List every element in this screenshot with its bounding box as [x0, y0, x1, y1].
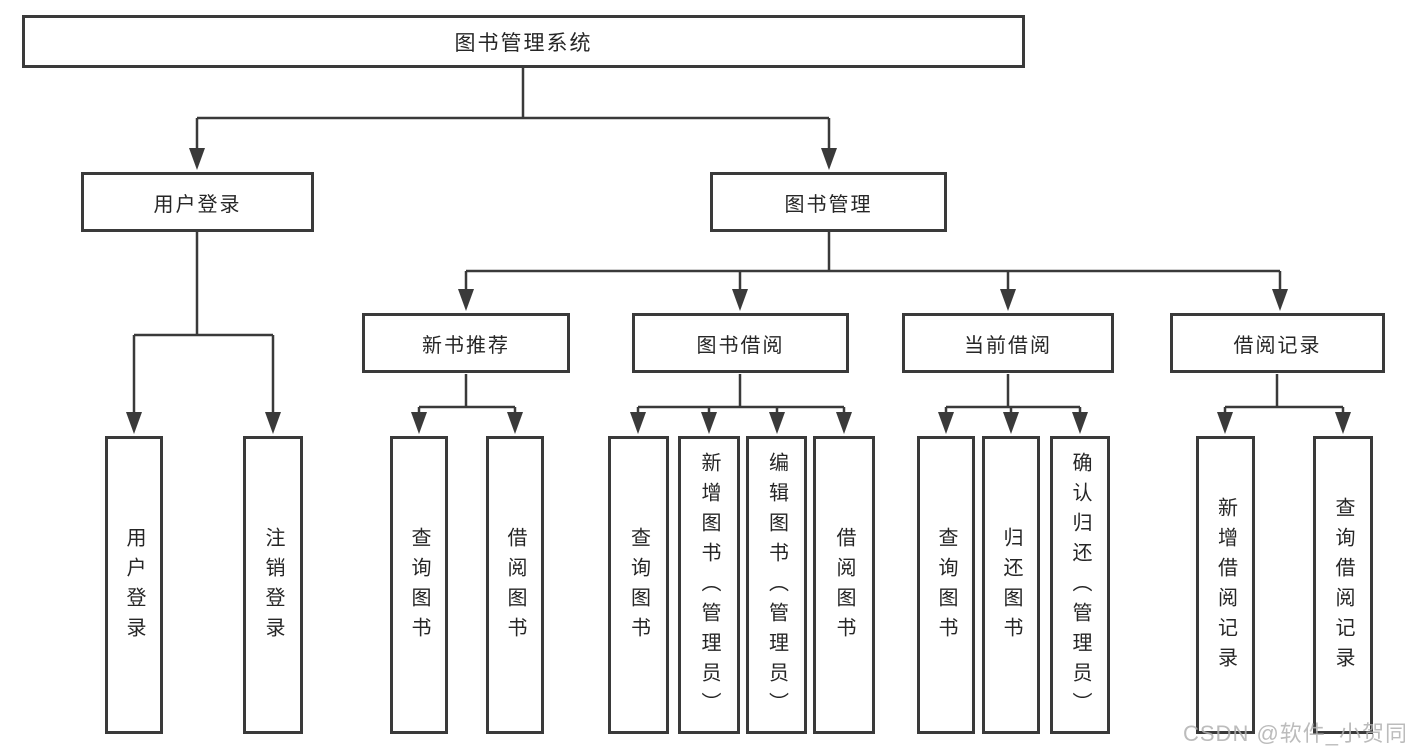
leaf-query-books-2: 查询图书 — [608, 436, 669, 734]
connector-newbook-to-leaves — [417, 374, 517, 418]
node-book-management: 图书管理 — [710, 172, 947, 232]
leaf-confirm-return-admin: 确认归还（管理员） — [1050, 436, 1110, 734]
node-current-borrowing: 当前借阅 — [902, 313, 1114, 373]
node-book-borrowing: 图书借阅 — [632, 313, 849, 373]
csdn-watermark: CSDN @软件_小贺同学 — [1183, 721, 1405, 746]
leaf-add-books-admin: 新增图书（管理员） — [678, 436, 740, 734]
leaf-return-books: 归还图书 — [982, 436, 1040, 734]
leaf-edit-books-admin: 编辑图书（管理员） — [746, 436, 807, 734]
leaf-query-books-1: 查询图书 — [390, 436, 448, 734]
connector-bookmgmt-to-level3 — [464, 232, 1282, 295]
connector-current-to-leaves — [944, 374, 1082, 418]
node-root: 图书管理系统 — [22, 15, 1025, 68]
node-new-book-recommend: 新书推荐 — [362, 313, 570, 373]
connector-records-to-leaves — [1223, 374, 1345, 418]
leaf-user-login: 用户登录 — [105, 436, 163, 734]
connector-borrow-to-leaves — [636, 374, 846, 418]
leaf-query-borrow-record: 查询借阅记录 — [1313, 436, 1373, 734]
node-user-login: 用户登录 — [81, 172, 314, 232]
leaf-add-borrow-record: 新增借阅记录 — [1196, 436, 1255, 734]
leaf-borrow-books-2: 借阅图书 — [813, 436, 875, 734]
arrowheads — [126, 148, 1351, 434]
connector-userlogin-to-leaves — [132, 232, 275, 418]
leaf-query-books-3: 查询图书 — [917, 436, 975, 734]
leaf-borrow-books-1: 借阅图书 — [486, 436, 544, 734]
connector-root-to-level2 — [195, 68, 831, 154]
node-borrowing-records: 借阅记录 — [1170, 313, 1385, 373]
leaf-logout: 注销登录 — [243, 436, 303, 734]
